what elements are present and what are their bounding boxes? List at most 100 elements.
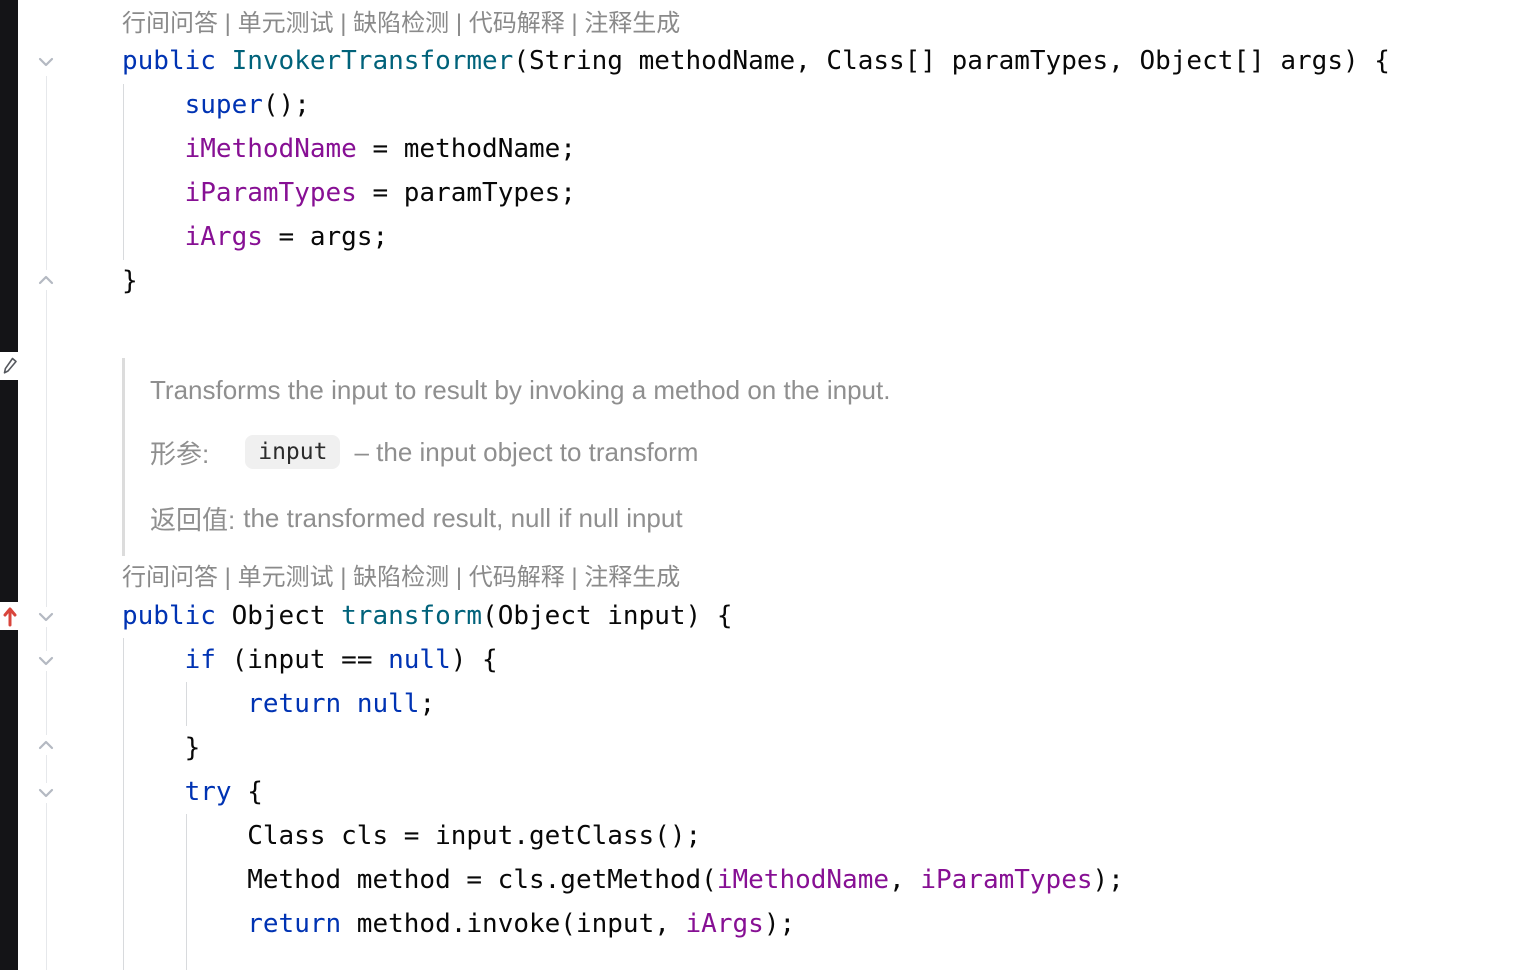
code-token-plain: Method method = cls.getMethod( (122, 865, 717, 895)
doc-comment-border (122, 358, 125, 556)
doc-summary: Transforms the input to result by invoki… (150, 368, 890, 412)
inline-action-2[interactable]: 单元测试 (237, 10, 334, 37)
code-line: public Object transform(Object input) { (122, 594, 1124, 638)
doc-param-name-chip: input (245, 435, 341, 469)
inline-action-3[interactable]: 缺陷检测 (353, 10, 450, 37)
code-token-kw: public (122, 46, 232, 76)
code-token-plain (122, 222, 185, 252)
code-token-plain: } (122, 266, 138, 296)
code-token-decl: transform (341, 601, 483, 631)
code-token-field: iArgs (685, 909, 764, 939)
code-token-kw: null (388, 645, 451, 675)
fold-marker-constructor-end[interactable] (36, 270, 56, 290)
code-token-plain: ; (419, 689, 436, 719)
inline-action-separator: | (218, 564, 238, 591)
inline-action-separator: | (218, 10, 238, 37)
code-token-plain: (Object input) { (482, 601, 733, 631)
code-token-kw: null (356, 689, 420, 719)
inline-action-2[interactable]: 单元测试 (237, 564, 334, 591)
code-token-plain (122, 645, 185, 675)
gutter-divider (46, 76, 47, 970)
code-token-plain: ); (763, 909, 796, 939)
inline-action-4[interactable]: 代码解释 (468, 10, 565, 37)
code-token-plain: = methodName; (356, 134, 576, 164)
code-line: try { (122, 770, 1124, 814)
fold-marker-if-start[interactable] (36, 651, 56, 671)
code-line: } (122, 259, 1390, 303)
code-line: if (input == null) { (122, 638, 1124, 682)
code-token-plain (122, 909, 247, 939)
doc-summary-text: Transforms the input to result by invoki… (150, 374, 891, 405)
code-token-plain (122, 178, 185, 208)
inline-action-3[interactable]: 缺陷检测 (353, 564, 450, 591)
code-token-kw: try (184, 777, 232, 807)
fold-marker-if-end[interactable] (36, 735, 56, 755)
code-token-kw: if (184, 645, 216, 675)
chevron-up-icon (38, 275, 54, 285)
code-token-plain: ) { (450, 645, 498, 675)
code-token-kw: return (247, 689, 342, 719)
doc-param-label: 形参: (150, 438, 210, 469)
code-token-plain: (String methodName, Class[] paramTypes, … (513, 46, 1390, 76)
code-line: iParamTypes = paramTypes; (122, 171, 1390, 215)
code-token-plain: Object (231, 601, 342, 631)
code-token-plain: (input == (215, 645, 389, 675)
code-token-field: iMethodName (716, 865, 890, 895)
inline-action-5[interactable]: 注释生成 (584, 564, 681, 591)
fold-marker-transform-start[interactable] (36, 607, 56, 627)
code-line: super(); (122, 83, 1390, 127)
code-line: public InvokerTransformer(String methodN… (122, 39, 1390, 83)
navigate-up-marker[interactable] (0, 602, 20, 630)
code-block-constructor[interactable]: public InvokerTransformer(String methodN… (122, 39, 1390, 303)
code-token-field: iParamTypes (920, 865, 1093, 895)
code-token-kw: public (122, 601, 232, 631)
code-token-field: iMethodName (184, 134, 357, 164)
code-token-plain (122, 134, 185, 164)
code-token-kw: super (184, 90, 263, 120)
code-token-plain (122, 689, 247, 719)
inline-action-separator: | (564, 564, 585, 591)
chevron-down-icon (38, 612, 54, 622)
inline-action-1[interactable]: 行间问答 (122, 564, 218, 591)
chevron-down-icon (38, 656, 54, 666)
code-line: iArgs = args; (122, 215, 1390, 259)
code-token-plain: , (889, 865, 921, 895)
code-line: iMethodName = methodName; (122, 127, 1390, 171)
code-token-plain: method.invoke(input, (341, 909, 686, 939)
red-up-arrow-icon (3, 607, 17, 627)
indent-guide (123, 638, 124, 970)
code-line: } (122, 726, 1124, 770)
code-token-decl: InvokerTransformer (231, 46, 514, 76)
doc-param-line: 形参: input – the input object to transfor… (150, 430, 698, 474)
code-token-plain: (); (262, 90, 310, 120)
inline-action-1[interactable]: 行间问答 (122, 10, 218, 37)
code-token-plain: { (231, 777, 263, 807)
inline-action-4[interactable]: 代码解释 (468, 564, 565, 591)
inline-action-5[interactable]: 注释生成 (584, 10, 681, 37)
code-block-transform[interactable]: public Object transform(Object input) { … (122, 594, 1124, 946)
doc-return-label: 返回值: (150, 504, 236, 535)
code-token-field: iArgs (184, 222, 263, 252)
inline-action-separator: | (564, 10, 585, 37)
indent-guide (186, 682, 187, 726)
doc-param-description: – the input object to transform (354, 436, 699, 467)
edit-pencil-icon[interactable] (0, 352, 20, 380)
code-token-plain: } (122, 733, 201, 763)
code-token-plain: = args; (262, 222, 389, 252)
left-tool-stripe (0, 0, 18, 970)
code-line: return method.invoke(input, iArgs); (122, 902, 1124, 946)
indent-guide (123, 84, 124, 260)
doc-return-line: 返回值: the transformed result, null if nul… (150, 496, 683, 540)
pencil-icon (3, 357, 17, 374)
inline-action-separator: | (449, 564, 469, 591)
code-token-plain (122, 90, 185, 120)
inline-actions-bar-1: 行间问答 | 单元测试 | 缺陷检测 | 代码解释 | 注释生成 (122, 6, 680, 42)
chevron-down-icon (38, 788, 54, 798)
chevron-down-icon (38, 57, 54, 67)
code-token-field: iParamTypes (184, 178, 357, 208)
fold-marker-constructor-start[interactable] (36, 52, 56, 72)
indent-guide (186, 814, 187, 970)
fold-marker-try-start[interactable] (36, 783, 56, 803)
code-token-plain (341, 689, 357, 719)
code-token-plain: ); (1092, 865, 1124, 895)
